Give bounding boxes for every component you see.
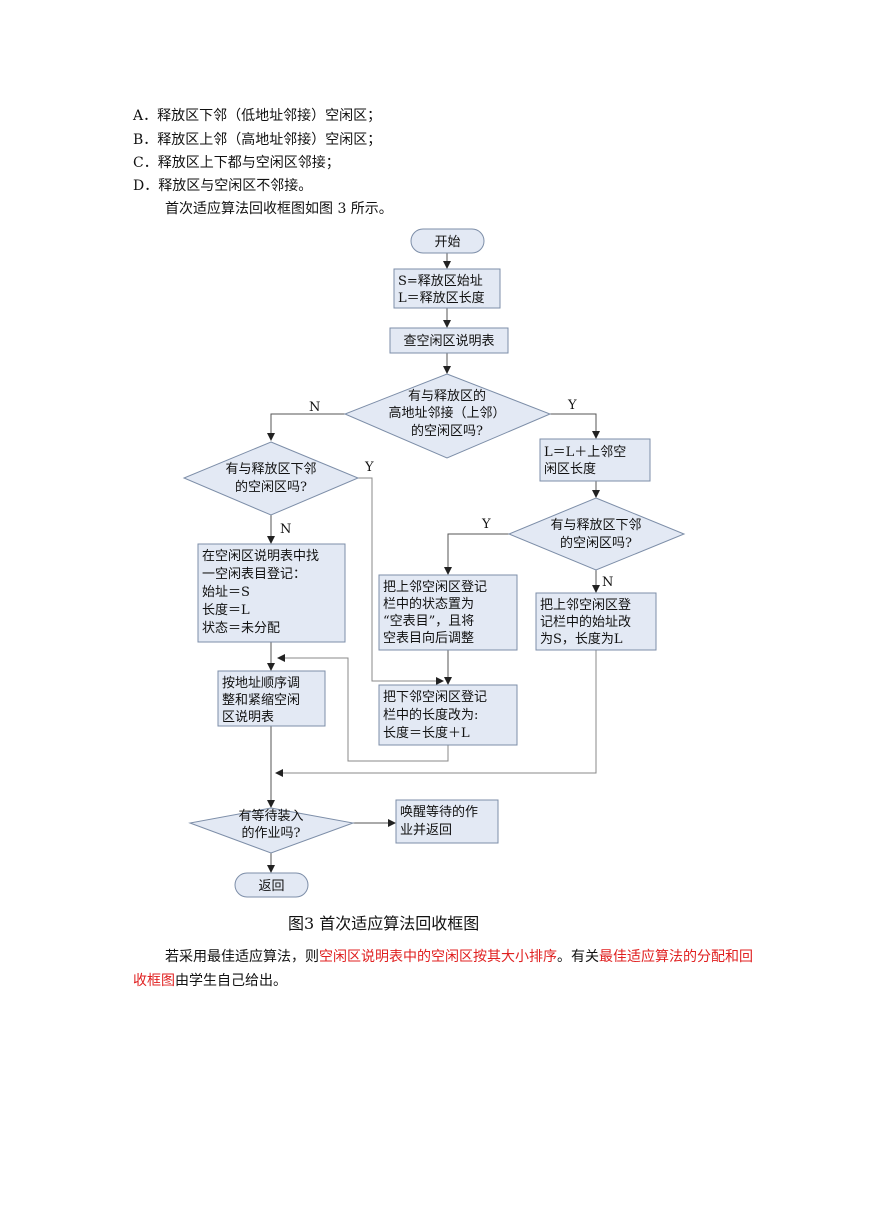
init-box	[393, 268, 501, 309]
register-line2: 一空闲表目登记：	[202, 567, 306, 582]
para-part-3: 由学生自己给出。	[175, 973, 287, 989]
change-len-line2: 栏中的长度改为:	[383, 707, 478, 723]
change-start-line1: 把上邻空闲区登	[540, 598, 631, 613]
addL-line1: L＝L＋上邻空	[544, 445, 626, 460]
change-start-box	[535, 592, 657, 651]
list-item-c: C．释放区上下都与空闲区邻接；	[133, 155, 340, 171]
list-item-b: B．释放区上邻（高地址邻接）空闲区；	[133, 132, 382, 148]
add-length-box	[539, 438, 651, 482]
edge-d1-no	[267, 413, 345, 441]
list-item-d: D．释放区与空闲区不邻接。	[133, 178, 313, 194]
para-highlight-1: 空闲区说明表中的空闲区按其大小排序	[319, 949, 557, 965]
d2-line1: 有与释放区下邻	[225, 462, 316, 477]
set-empty-line2: 栏中的状态置为	[383, 596, 474, 612]
para-part-1: 若采用最佳适应算法，则	[165, 949, 319, 965]
decision-lower-neighbor-left	[182, 441, 360, 516]
edge-d2-yes	[358, 477, 444, 685]
sort-line3: 区说明表	[222, 710, 274, 725]
d2-line2: 的空闲区吗?	[235, 479, 307, 495]
edge-d3-yes	[444, 533, 509, 575]
register-line3: 始址＝S	[202, 585, 250, 600]
init-line2: L＝释放区长度	[398, 290, 485, 306]
set-empty-box	[378, 574, 518, 651]
change-len-line3: 长度＝长度＋L	[383, 725, 470, 741]
d1-no-label: N	[309, 400, 320, 415]
sort-compact-box	[217, 670, 326, 727]
d3-line2: 的空闲区吗?	[560, 535, 632, 551]
set-empty-line4: 空表目向后调整	[383, 630, 474, 646]
start-label: 开始	[434, 235, 460, 250]
decision-lower-neighbor-right	[507, 497, 686, 571]
edge-len-sort	[277, 654, 449, 762]
para-part-2: 。有关	[557, 949, 599, 965]
change-start-line3: 为S，长度为L	[540, 631, 623, 647]
list-item-a: A．释放区下邻（低地址邻接）空闲区；	[133, 108, 382, 124]
check-table-box	[389, 327, 509, 354]
register-line4: 长度＝L	[202, 602, 250, 618]
register-line5: 状态＝未分配	[202, 621, 280, 636]
change-length-box	[378, 684, 518, 746]
intro-text: 首次适应算法回收框图如图 3 所示。	[165, 201, 393, 217]
init-line1: S=释放区始址	[398, 274, 483, 289]
d2-yes-label: Y	[364, 460, 374, 475]
wake-line2: 业并返回	[400, 823, 452, 838]
para-highlight-2: 最佳适应算法的分配和回收框图	[133, 949, 753, 989]
return-terminal	[234, 872, 309, 898]
set-empty-line3: “空表目”，且将	[383, 614, 474, 629]
d4-line2: 的作业吗?	[242, 825, 301, 841]
change-start-line2: 记栏中的始址改	[540, 614, 631, 630]
edge-d1-yes	[550, 413, 600, 439]
start-terminal	[410, 228, 485, 254]
wake-job-box	[395, 799, 499, 844]
change-len-line1: 把下邻空闲区登记	[383, 690, 487, 705]
return-label: 返回	[258, 879, 284, 894]
d3-yes-label: Y	[481, 517, 491, 532]
decision-upper-neighbor	[343, 373, 552, 459]
set-empty-line1: 把上邻空闲区登记	[383, 580, 487, 595]
addL-line2: 闲区长度	[544, 461, 596, 477]
flowchart: 开始 S=释放区始址 L＝释放区长度 查空闲区说明表 有与释放区的 高地址邻接（…	[182, 228, 686, 898]
decision-waiting-job	[188, 807, 355, 854]
d4-line1: 有等待装入	[238, 808, 303, 824]
edge-start-join	[275, 650, 597, 777]
sort-line2: 整和紧缩空闲	[222, 692, 300, 708]
figure-caption: 图3 首次适应算法回收框图	[288, 914, 480, 933]
register-entry-box	[197, 543, 346, 643]
register-line1: 在空闲区说明表中找	[202, 549, 319, 564]
closing-paragraph: 若采用最佳适应算法，则空闲区说明表中的空闲区按其大小排序。有关最佳适应算法的分配…	[133, 945, 753, 993]
wake-line1: 唤醒等待的作	[400, 804, 478, 820]
sort-line1: 按地址顺序调	[222, 676, 300, 691]
d2-no-label: N	[280, 522, 291, 537]
d3-no-label: N	[602, 575, 613, 590]
d1-yes-label: Y	[567, 398, 577, 413]
d3-line1: 有与释放区下邻	[550, 518, 641, 533]
check-table-label: 查空闲区说明表	[403, 334, 494, 349]
d1-line3: 的空闲区吗?	[411, 423, 483, 439]
d1-line2: 高地址邻接（上邻）	[388, 405, 505, 421]
d1-line1: 有与释放区的	[408, 388, 486, 404]
